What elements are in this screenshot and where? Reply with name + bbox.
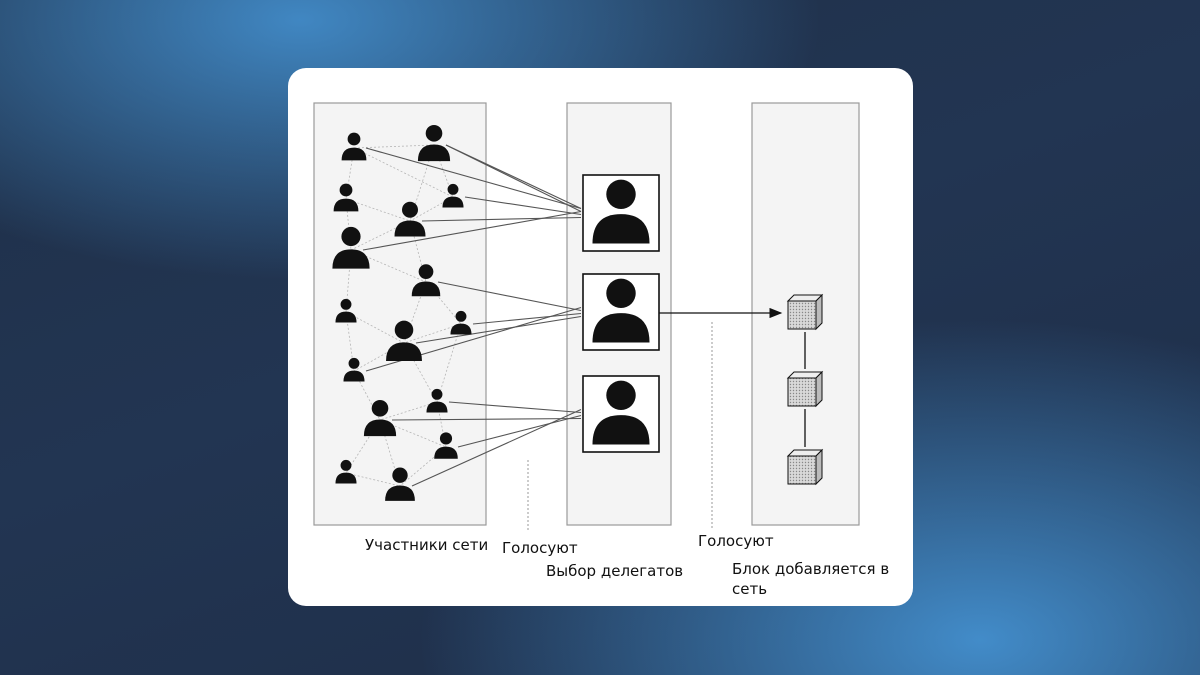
mesh-link: [345, 198, 411, 222]
participant-person-icon: [417, 124, 451, 162]
diagram-card: Участники сети Голосуют Выбор делегатов …: [288, 68, 913, 606]
delegates-label: Выбор делегатов: [546, 562, 684, 580]
mesh-link: [353, 147, 454, 198]
mesh-link: [345, 311, 405, 344]
participants-group: [332, 124, 472, 501]
participant-person-icon: [341, 132, 367, 161]
delegate-person-icon: [592, 179, 650, 244]
vote-link: [421, 216, 582, 222]
participant-person-icon: [394, 201, 426, 237]
vote-link: [457, 414, 582, 448]
participant-person-icon: [426, 388, 448, 413]
block-added-label: Блок добавляется в сеть: [732, 560, 890, 598]
mesh-link: [345, 419, 381, 474]
participant-person-icon: [450, 310, 472, 335]
vote-link: [472, 312, 582, 325]
participant-person-icon: [335, 459, 357, 484]
vote-link: [437, 281, 582, 312]
participant-person-icon: [434, 432, 458, 459]
mesh-link: [350, 220, 411, 251]
delegate-box: [582, 375, 660, 453]
dpos-diagram: [313, 102, 860, 530]
vote-link: [464, 196, 582, 216]
block-cube-icon: [786, 293, 824, 331]
vote-link: [445, 144, 582, 209]
delegate-person-icon: [592, 278, 650, 343]
participant-person-icon: [335, 298, 357, 323]
vote-link: [448, 401, 582, 414]
blocks-group: [786, 293, 824, 486]
mesh-link: [436, 323, 462, 403]
participants-label: Участники сети: [365, 536, 489, 554]
participant-person-icon: [442, 183, 464, 208]
participant-person-icon: [333, 183, 359, 212]
vote-link: [411, 408, 582, 487]
mesh-link: [403, 281, 427, 344]
vote-link: [365, 147, 582, 210]
participant-person-icon: [411, 264, 441, 297]
participant-person-icon: [386, 320, 422, 361]
mesh-link: [345, 472, 401, 487]
mesh-link: [379, 401, 438, 421]
mesh-link: [403, 342, 438, 403]
vote-link: [391, 417, 582, 421]
vote-label-right: Голосуют: [698, 532, 774, 550]
participant-person-icon: [343, 357, 365, 382]
participant-person-icon: [332, 226, 370, 269]
block-cube-icon: [786, 370, 824, 408]
block-cube-icon: [786, 448, 824, 486]
participant-person-icon: [363, 399, 397, 437]
delegate-box: [582, 174, 660, 252]
delegate-box: [582, 273, 660, 351]
vote-link: [415, 315, 582, 344]
vote-link: [362, 210, 582, 251]
participant-person-icon: [385, 467, 415, 501]
delegate-person-icon: [592, 380, 650, 445]
delegates-group: [582, 174, 660, 453]
mesh-link: [353, 144, 435, 149]
vote-label-left: Голосуют: [502, 539, 578, 557]
